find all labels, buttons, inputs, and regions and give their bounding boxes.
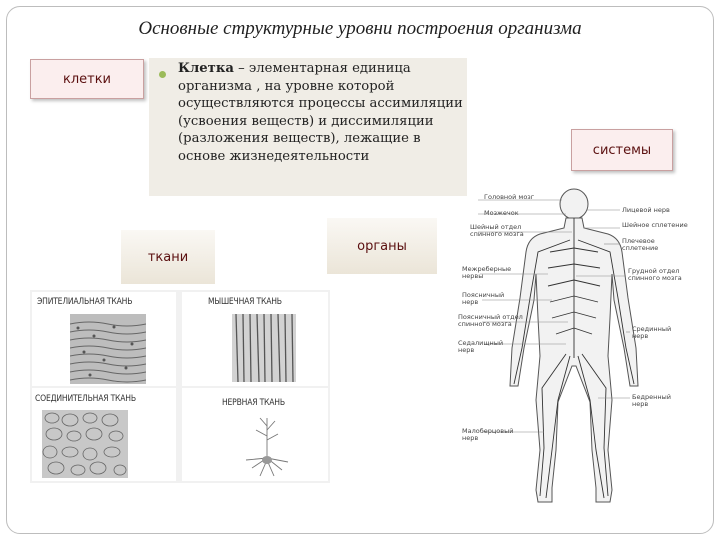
nervous-tissue-label: НЕРВНАЯ ТКАНЬ — [222, 398, 285, 408]
slide-title: Основные структурные уровни построения о… — [138, 18, 582, 39]
nervous-system-figure — [478, 188, 639, 503]
connective-tissue-label: СОЕДИНИТЕЛЬНАЯ ТКАНЬ — [35, 394, 136, 404]
epithelial-tissue-label: ЭПИТЕЛИАЛЬНАЯ ТКАНЬ — [37, 297, 133, 307]
connective-tissue-panel: СОЕДИНИТЕЛЬНАЯ ТКАНЬ — [32, 388, 176, 481]
definition-body: – элементарная единица организма , на ур… — [178, 61, 463, 164]
muscle-tissue-panel: МЫШЕЧНАЯ ТКАНЬ — [182, 292, 328, 386]
definition-term: Клетка — [178, 61, 234, 76]
level-cells-tag: клетки — [30, 59, 144, 99]
label-brachial-plexus: Плечевое сплетение — [622, 237, 659, 253]
label-lumbar-nerve: Поясничный нерв — [462, 291, 505, 307]
muscle-tissue-label: МЫШЕЧНАЯ ТКАНЬ — [208, 297, 282, 307]
label-median-nerve: Срединный нерв — [632, 325, 672, 341]
neuron-image — [245, 417, 289, 477]
label-sciatic-nerve: Седалищный нерв — [458, 339, 504, 355]
nervous-tissue-panel: НЕРВНАЯ ТКАНЬ — [182, 388, 328, 481]
bullet-marker — [159, 71, 166, 78]
label-femoral-nerve: Бедренный нерв — [632, 393, 671, 409]
label-intercostal-nerves: Межреберные нервы — [462, 265, 512, 281]
cell-definition: Клетка – элементарная единица организма … — [149, 58, 467, 196]
level-tissues-tag: ткани — [121, 230, 215, 284]
tissue-types-figure: ЭПИТЕЛИАЛЬНАЯ ТКАНЬ МЫШЕЧНАЯ ТКАНЬ — [30, 290, 330, 483]
label-cerebellum: Мозжечок — [484, 209, 519, 217]
muscle-tissue-image — [232, 314, 296, 382]
label-brain: Головной мозг — [484, 193, 535, 201]
level-systems-tag: системы — [571, 129, 673, 171]
label-lumbar-spinal-cord: Поясничный отдел спинного мозга — [458, 313, 523, 329]
label-thoracic-spinal-cord: Грудной отдел спинного мозга — [628, 267, 682, 283]
connective-tissue-image — [42, 410, 128, 478]
definition-text: Клетка – элементарная единица организма … — [178, 60, 468, 166]
label-cervical-spinal-cord: Шейный отдел спинного мозга — [470, 223, 524, 239]
label-facial-nerve: Лицевой нерв — [622, 206, 670, 214]
label-cervical-plexus: Шейное сплетение — [622, 221, 688, 229]
level-organs-tag: органы — [327, 218, 437, 274]
epithelial-tissue-panel: ЭПИТЕЛИАЛЬНАЯ ТКАНЬ — [32, 292, 176, 386]
label-peroneal-nerve: Малоберцовый нерв — [462, 427, 514, 443]
epithelial-tissue-image — [70, 314, 146, 384]
